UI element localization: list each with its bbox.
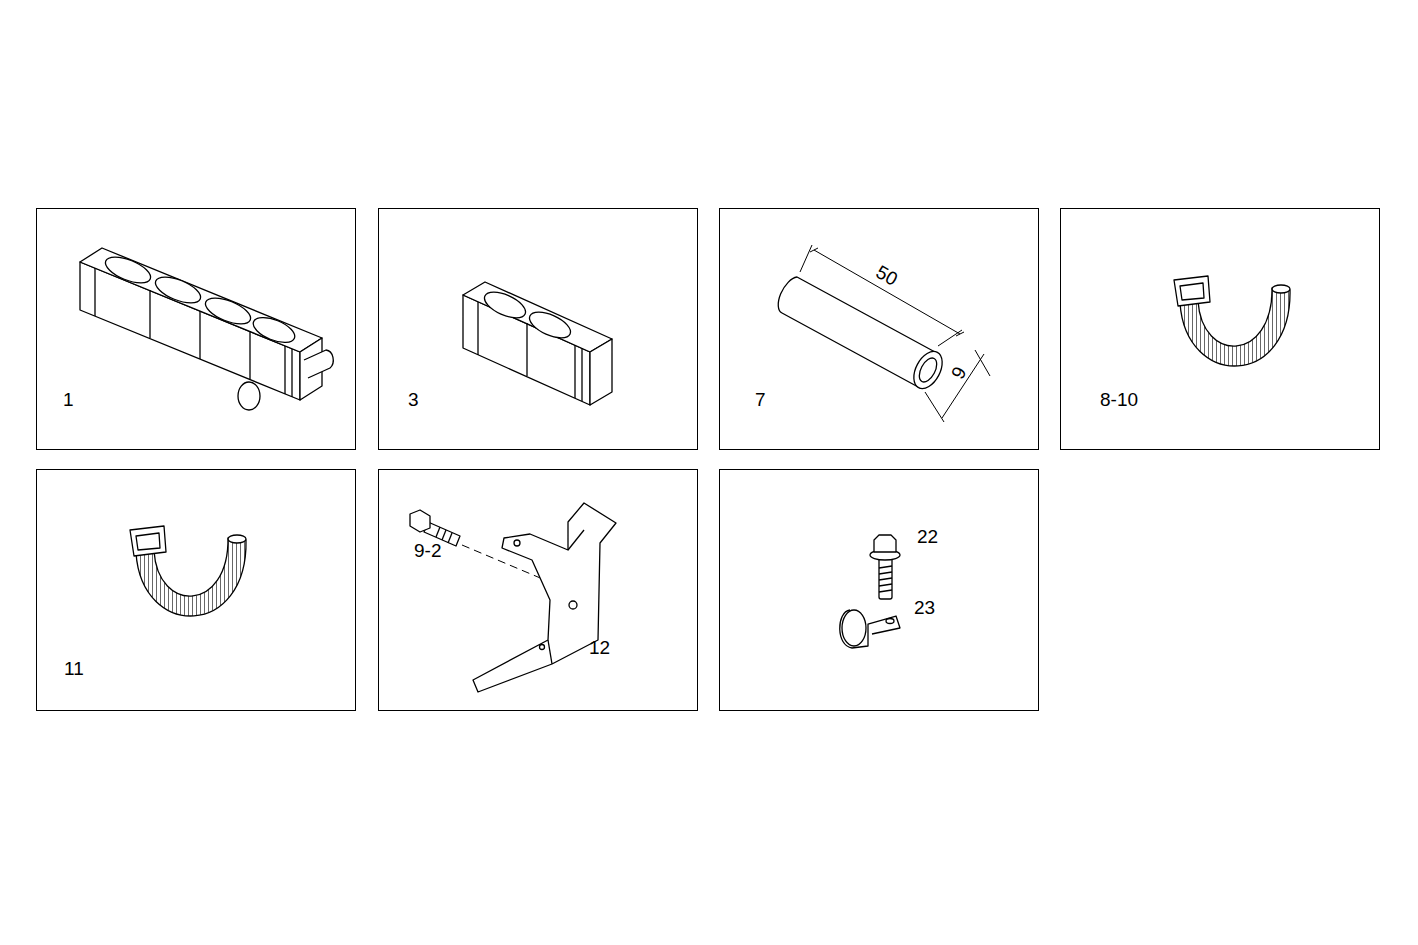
parts-panel: 3 (378, 208, 698, 450)
callout-number: 8-10 (1100, 390, 1138, 410)
cable-tie (1174, 276, 1290, 366)
callout-number: 9-2 (414, 541, 441, 561)
bracket (473, 503, 616, 692)
p-clip (840, 610, 900, 648)
callout-number: 3 (408, 390, 419, 410)
tube (778, 277, 948, 393)
dimension-label: 9 (948, 364, 971, 383)
callout-number: 12 (589, 638, 610, 658)
parts-panel: 1 (36, 208, 356, 450)
flange-bolt (870, 535, 900, 599)
callout-number: 1 (63, 390, 74, 410)
parts-panel: 8-10 (1060, 208, 1380, 450)
pipe-clip-strip (463, 282, 612, 405)
callout-number: 11 (64, 659, 84, 679)
parts-panel: 9-2 12 (378, 469, 698, 711)
callout-number: 23 (914, 598, 935, 618)
parts-panel: 7 50 9 (719, 208, 1039, 450)
dimension-lines (800, 245, 990, 422)
parts-panel: 22 23 (719, 469, 1039, 711)
parts-panel: 11 (36, 469, 356, 711)
callout-number: 22 (917, 527, 938, 547)
dimension-label: 50 (872, 262, 900, 290)
pipe-clip-strip (80, 248, 333, 410)
cable-tie (130, 526, 246, 616)
callout-number: 7 (755, 390, 766, 410)
